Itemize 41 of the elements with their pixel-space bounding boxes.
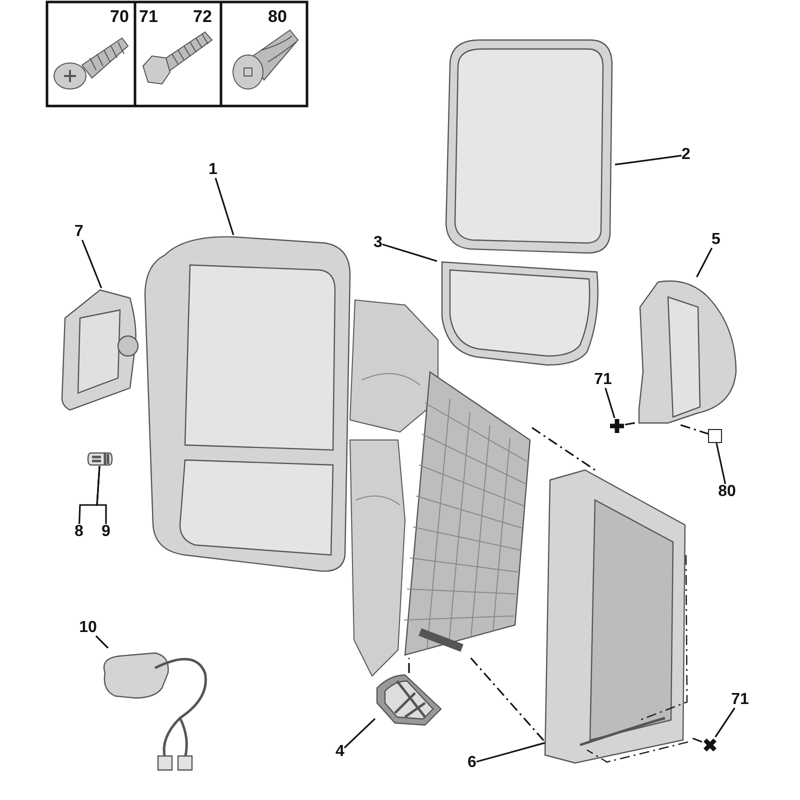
bulb-drawing [88,452,112,466]
fastener-marker [702,737,718,753]
assembly-line [680,424,708,435]
fastener-marker [609,418,625,434]
callout-number: 9 [102,524,110,540]
leader-line [716,442,726,484]
leader-line [476,742,546,763]
leader-line [696,248,713,278]
leader-line [714,708,736,738]
callout-number: 3 [374,235,382,251]
assembly-line [408,658,410,673]
cover-plate-drawing [375,673,443,728]
leader-line [344,718,376,748]
callout-number: 7 [74,224,84,240]
callout-number: 2 [682,147,690,163]
callout-number: 5 [712,232,720,248]
clip-marker [708,429,722,443]
part-number: 80 [268,8,287,25]
callout-number: 6 [468,755,476,771]
leader-line [96,466,107,524]
mirror-housing-drawing [145,235,353,575]
callout-number: 1 [208,162,218,178]
part-number: 70 [110,8,129,25]
callout-number: 71 [594,372,612,388]
leader-line [614,154,682,166]
assembly-line [690,736,702,743]
callout-number: 8 [74,524,84,540]
callout-number: 4 [336,744,344,760]
part-number: 72 [193,8,212,25]
leader-line [382,244,438,262]
part-number: 71 [139,8,158,25]
leader-line [95,635,109,649]
back-cover-drawing [545,470,690,765]
leader-line [81,240,102,288]
callout-number: 80 [718,484,736,500]
leader-line [214,178,234,236]
assembly-line [532,427,596,471]
callout-number: 71 [731,692,749,708]
assembly-line [470,657,546,743]
leader-line [604,388,616,418]
callout-number: 10 [79,620,97,636]
